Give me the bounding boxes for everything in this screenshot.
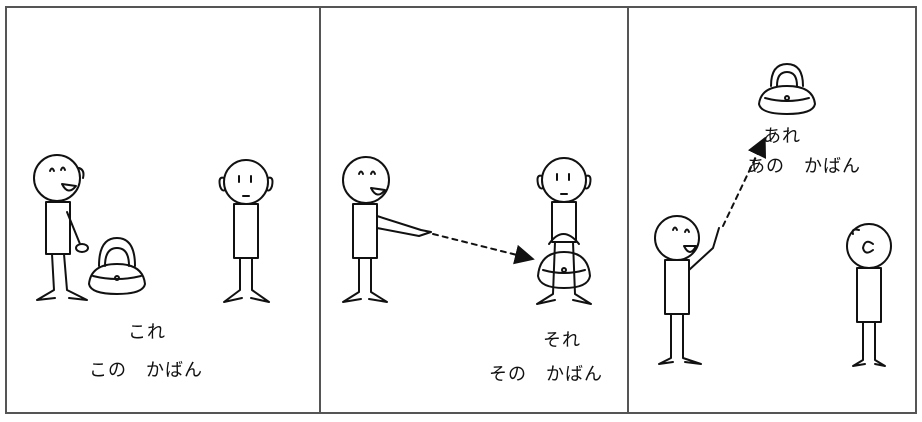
listener-figure [846,223,892,367]
handbag [88,237,146,295]
panel-are-illustration [654,63,892,367]
caption-kore-word: これ [128,322,166,343]
panel-kore: これ この かばん [5,6,321,414]
speaker-figure [342,156,432,303]
caption-are-phrase: あの かばん [747,156,861,177]
panel-kore-illustration [33,154,274,303]
panel-sore-illustration [342,156,592,305]
speaker-figure [33,154,89,301]
panel-are: あれ あの かばん [627,6,917,414]
caption-sore-word: それ [543,330,581,351]
caption-sore-phrase: その かばん [489,364,603,385]
listener-figure [218,159,274,303]
pointing-arrow [432,233,535,265]
handbag-far [758,63,816,115]
caption-are-word: あれ [763,126,801,147]
listener-figure [536,157,592,305]
caption-kore-phrase: この かばん [89,360,203,381]
pointing-arrow [722,136,767,227]
speaker-figure [654,215,720,365]
panel-sore: それ その かばん [319,6,629,414]
